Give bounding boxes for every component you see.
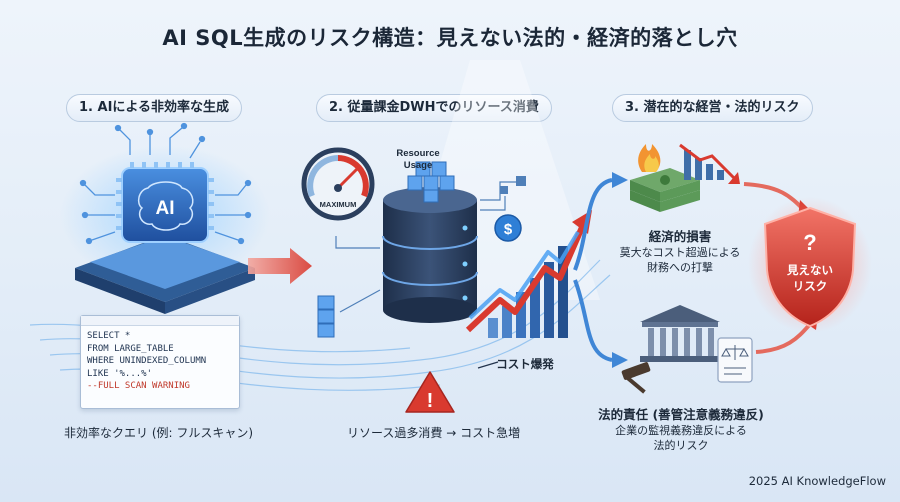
legal-line2: 法的リスク — [653, 439, 709, 452]
code-line: WHERE UNINDEXED_COLUMN — [87, 356, 207, 366]
caption-consumption: リソース過多消費 → コスト急増 — [347, 426, 521, 440]
sql-code-panel: SELECT * FROM LARGE_TABLE WHERE UNINDEXE… — [80, 315, 240, 409]
branch-arrow-head-bottom — [612, 352, 628, 368]
ai-chip-label: AI — [156, 198, 175, 219]
copyright-text: 2025 AI KnowledgeFlow — [748, 474, 886, 488]
dollar-icon — [494, 214, 522, 242]
step-2-label: 2. 従量課金DWHでのリソース消費 — [316, 94, 552, 122]
cost-explosion-pointer — [477, 361, 499, 369]
economic-title: 経済的損害 — [648, 229, 712, 244]
risk-shield-icon — [748, 197, 872, 333]
arrow-step1-to-step2 — [248, 248, 312, 284]
warning-symbol: ! — [427, 390, 434, 412]
risk-shield-line2: リスク — [793, 279, 828, 293]
legal-line1: 企業の監視義務違反による — [615, 424, 747, 437]
economic-line2: 財務への打撃 — [647, 261, 713, 274]
resource-label-line2: Usage — [404, 160, 433, 171]
warning-icon — [405, 371, 455, 413]
cost-explosion-label: コスト爆発 — [496, 357, 554, 371]
dollar-symbol: $ — [504, 221, 513, 238]
risk-shield-line1: 見えない — [786, 263, 833, 277]
cost-bar-chart — [465, 210, 592, 338]
economic-line1: 莫大なコスト超過による — [619, 246, 741, 259]
code-panel-titlebar — [81, 316, 239, 326]
small-cubes-icon — [317, 295, 335, 338]
economic-damage-illustration — [630, 143, 740, 212]
code-warning-line: --FULL SCAN WARNING — [87, 381, 190, 391]
step-3-label: 3. 潜在的な経営・法的リスク — [612, 94, 813, 122]
legal-illustration — [621, 305, 753, 394]
risk-shield-symbol: ? — [803, 230, 816, 255]
network-nodes — [500, 176, 526, 194]
branch-arrows — [573, 178, 613, 362]
caption-query: 非効率なクエリ (例: フルスキャン) — [64, 426, 254, 440]
page-title: AI SQL生成のリスク構造：見えない法的・経済的落とし穴 — [162, 26, 738, 50]
connection-lines — [335, 181, 520, 313]
resource-label-line1: Resource — [396, 148, 439, 159]
code-line: SELECT * — [87, 331, 131, 341]
gauge-label: MAXIMUM — [320, 200, 357, 209]
step-1-label: 1. AIによる非効率な生成 — [66, 94, 243, 122]
branch-arrow-head-top — [612, 172, 628, 188]
ai-chip-illustration — [60, 122, 270, 314]
database-icon — [382, 161, 478, 323]
gauge-icon — [301, 147, 375, 221]
legal-title: 法的責任 (善管注意義務違反) — [598, 407, 764, 422]
code-line: LIKE '%...%' — [87, 368, 153, 379]
code-line: FROM LARGE_TABLE — [87, 343, 174, 354]
